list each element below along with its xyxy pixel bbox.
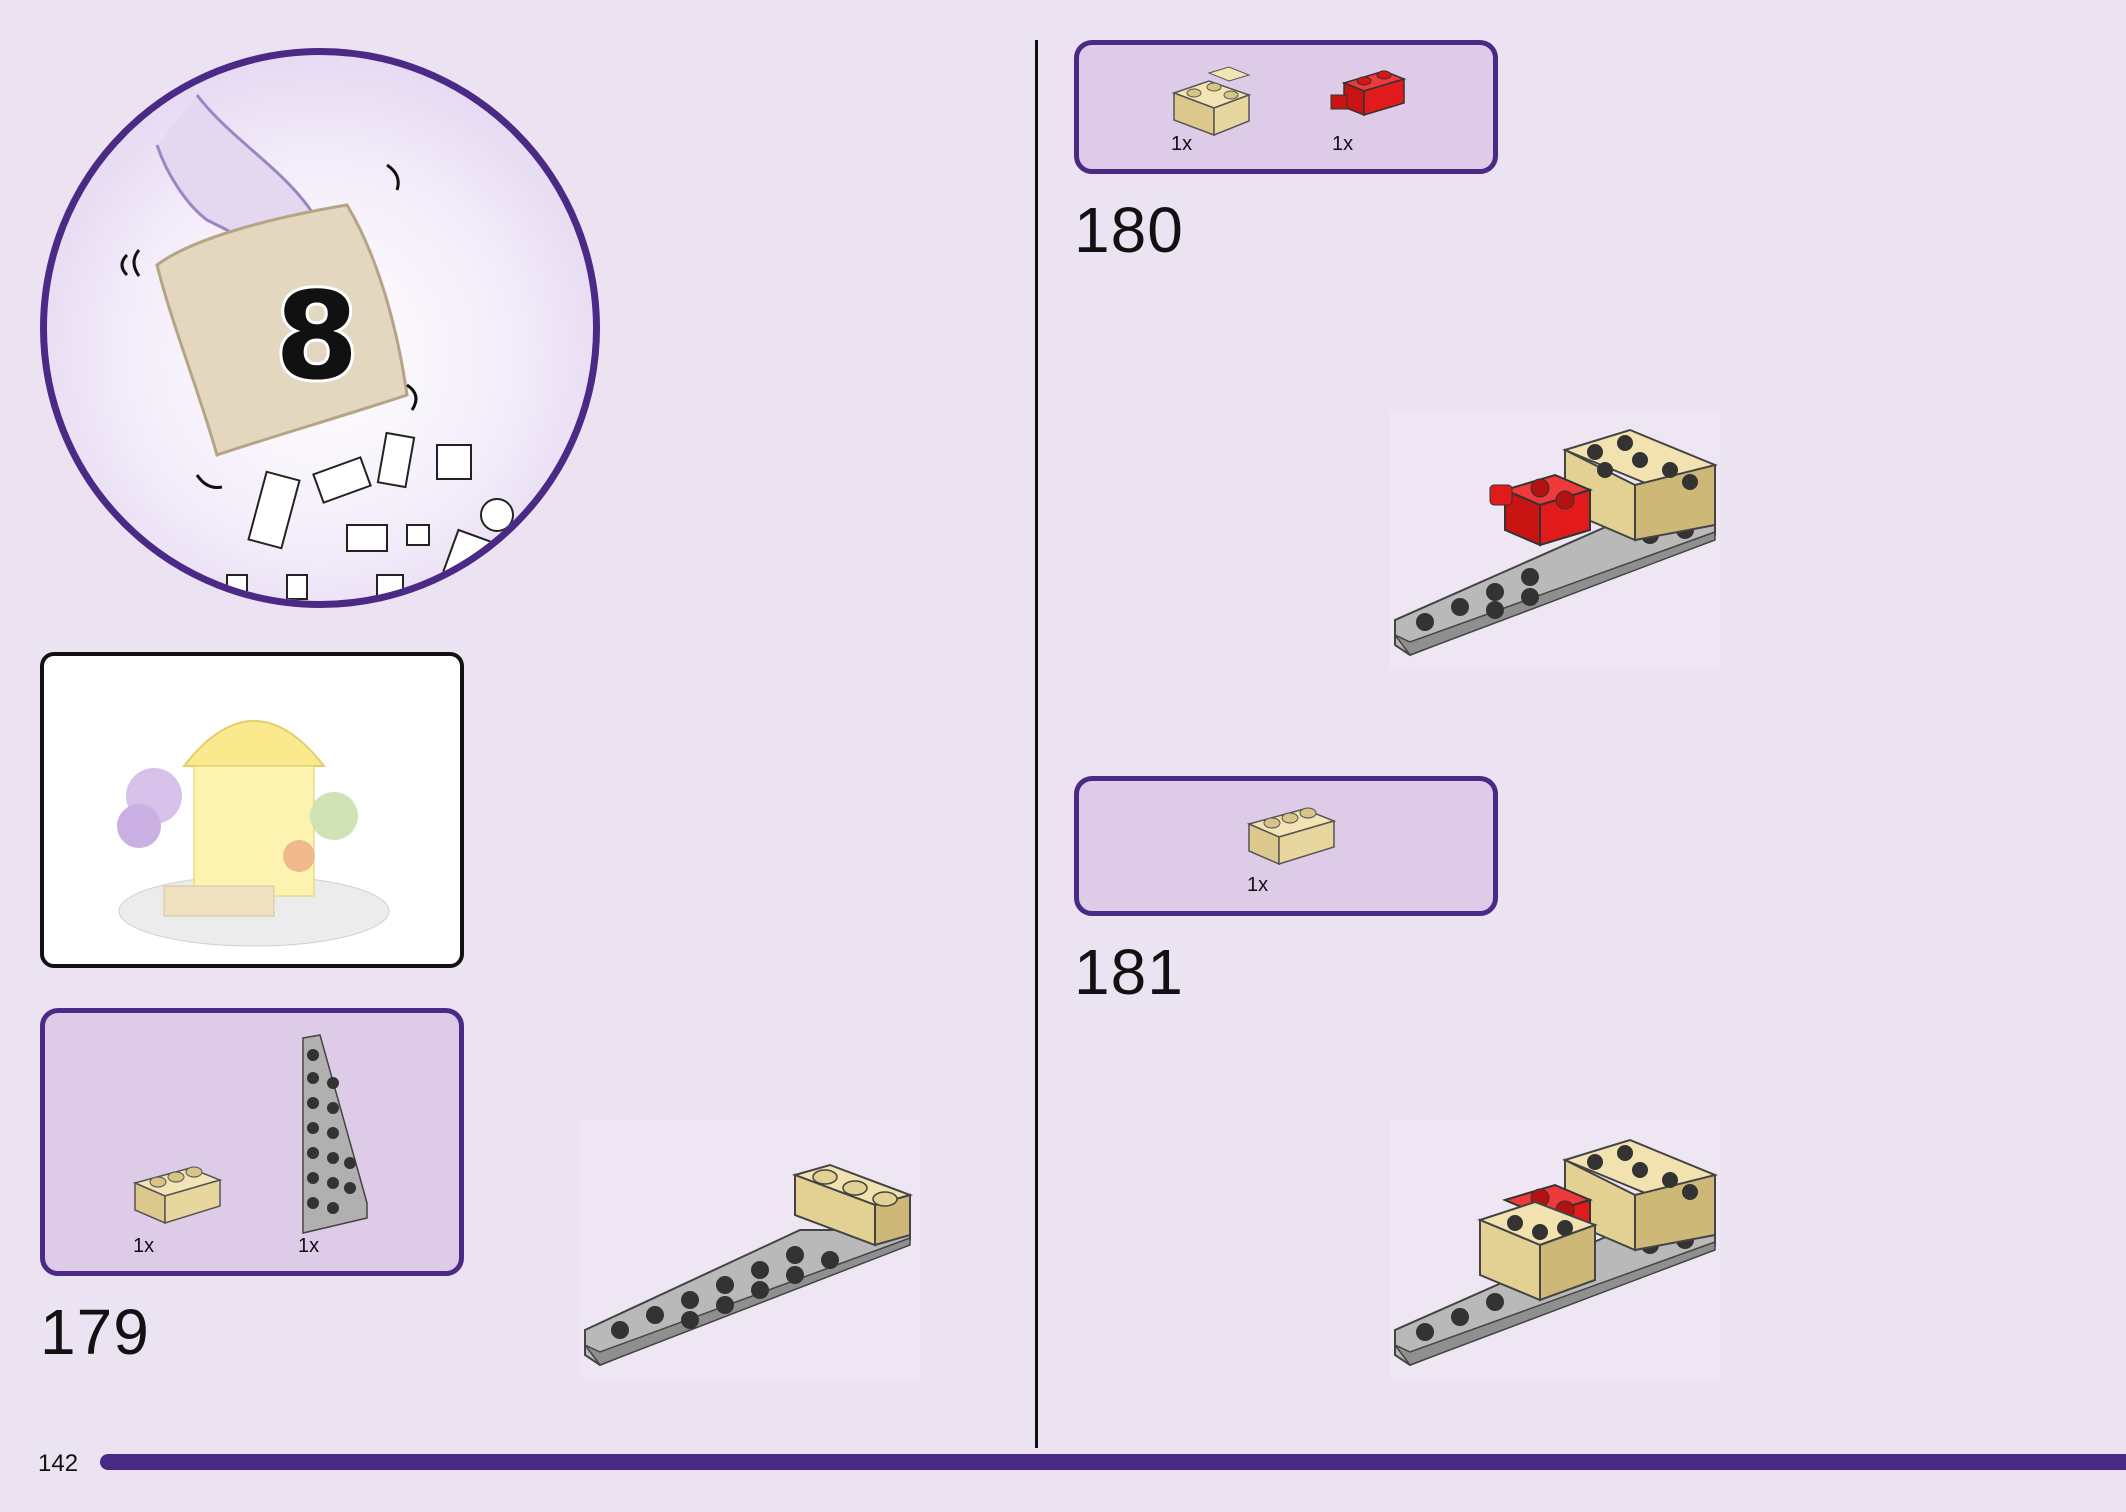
step-181-number: 181 <box>1074 936 1184 1008</box>
page-progress-bar <box>100 1454 2126 1470</box>
bag-circle <box>40 48 600 608</box>
step-180-parts-box: 1x 1x <box>1074 40 1498 174</box>
step-181-parts-box: 1x <box>1074 776 1498 916</box>
step-179-assembly-icon <box>584 1163 914 1367</box>
tan-corner-brick-icon <box>1171 66 1252 137</box>
step-179-part-1-qty: 1x <box>133 1235 155 1257</box>
step-179-model <box>580 1120 920 1380</box>
page-number: 142 <box>38 1450 79 1477</box>
step-181-part-1-qty: 1x <box>1247 874 1269 896</box>
step-180-assembly-icon <box>1394 428 1718 657</box>
bag-number: 8 <box>272 268 361 407</box>
tan-1x3-brick-icon <box>132 1166 223 1225</box>
page-divider <box>1035 40 1038 1448</box>
falling-bricks-icon <box>226 431 514 601</box>
step-179-parts-box: 1x 1x <box>40 1008 464 1276</box>
step-180-part-1-qty: 1x <box>1171 133 1193 155</box>
kiosk-preview-icon <box>117 720 390 947</box>
step-180-part-2-qty: 1x <box>1332 133 1354 155</box>
step-181-assembly-icon <box>1394 1138 1718 1367</box>
red-hinge-brick-icon <box>1330 70 1407 117</box>
bag-icon <box>155 203 409 457</box>
tan-1x3-brick-icon <box>1246 807 1337 866</box>
gray-wing-plate-icon <box>302 1034 368 1234</box>
step-179-part-2-qty: 1x <box>298 1235 320 1257</box>
step-181-model <box>1390 1120 1720 1380</box>
step-180-number: 180 <box>1074 194 1184 266</box>
step-180-model <box>1390 410 1720 670</box>
model-preview <box>40 652 464 968</box>
step-179-number: 179 <box>40 1296 150 1368</box>
